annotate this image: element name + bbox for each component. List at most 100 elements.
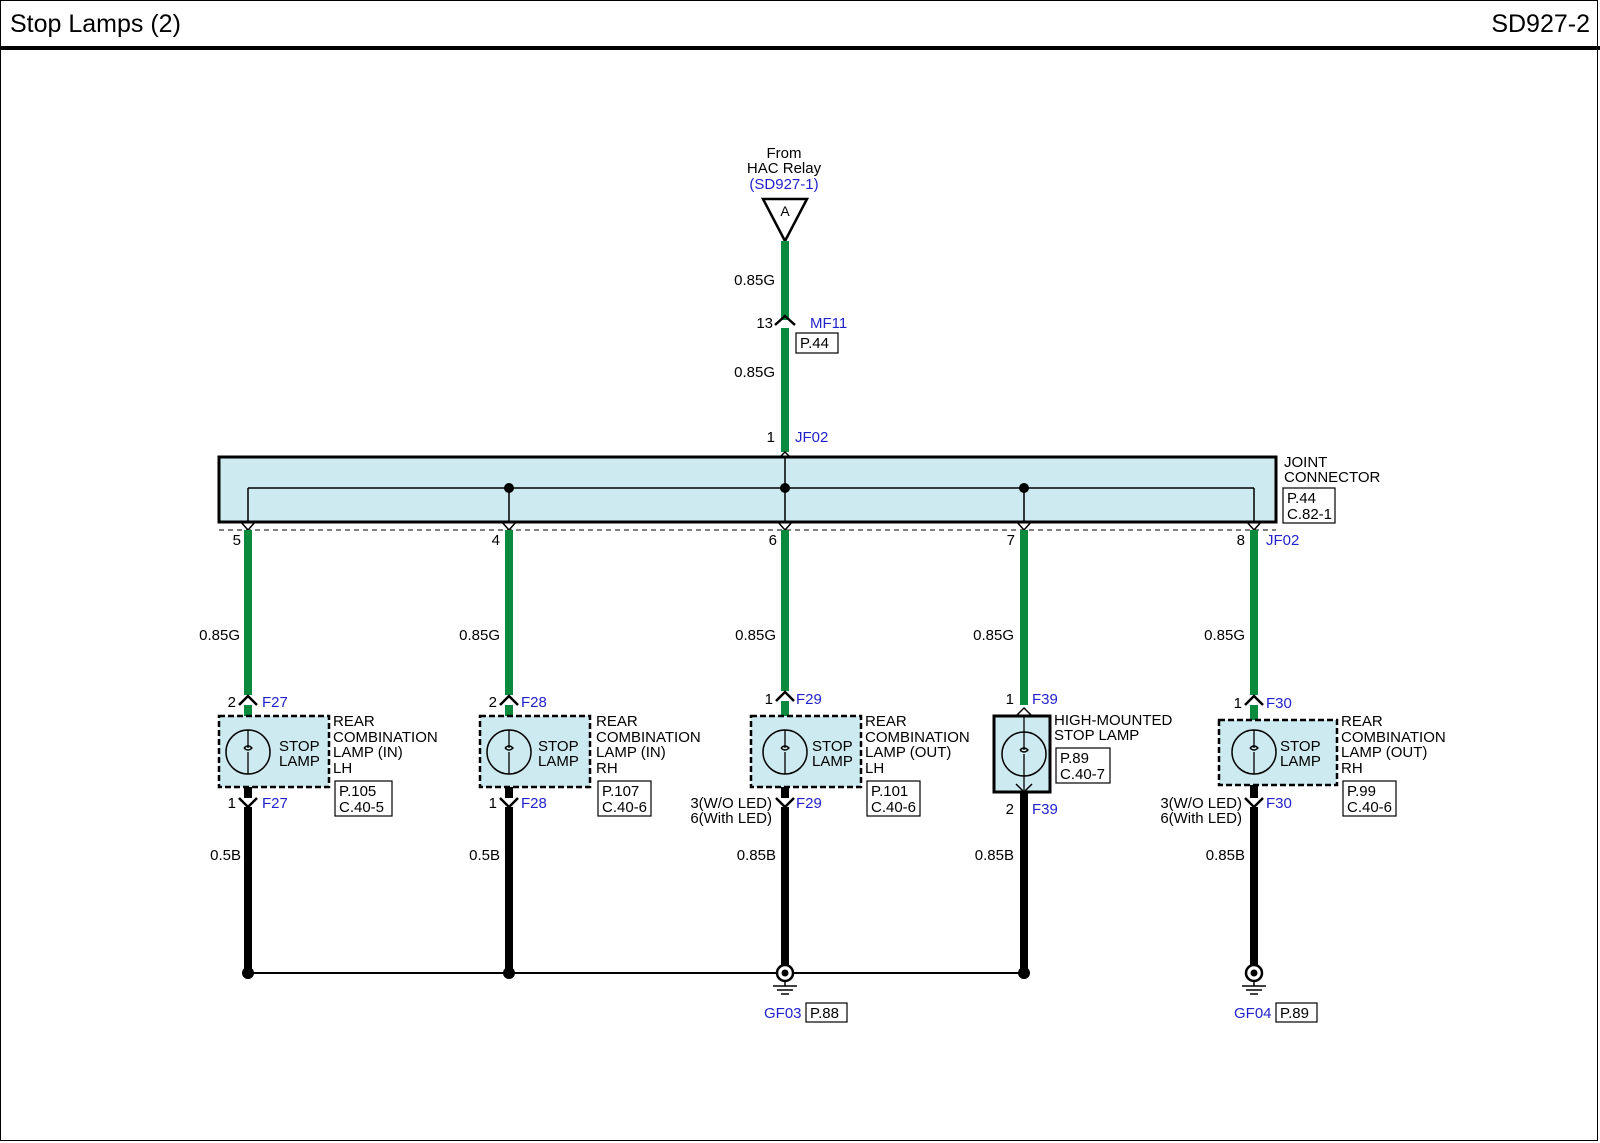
bottom-pin-with-led: 6(With LED) <box>1160 810 1242 827</box>
ground-page-ref[interactable]: P.88 <box>810 1005 839 1022</box>
connector-a-letter: A <box>780 203 790 219</box>
filament-icon <box>1019 716 1029 792</box>
mf11-chevron-icon <box>774 314 796 326</box>
source-from-label: From <box>767 145 802 162</box>
component-page-ref[interactable]: P.101 <box>871 783 908 800</box>
bottom-connector-name[interactable]: F39 <box>1032 801 1058 818</box>
top-connector-name[interactable]: F39 <box>1032 691 1058 708</box>
component-name-1: REAR <box>1341 713 1383 730</box>
top-pin: 2 <box>228 694 236 711</box>
top-pin: 1 <box>765 691 773 708</box>
mf11-chevron-inner-icon <box>774 321 796 333</box>
lamp-label-1: STOP <box>812 738 853 755</box>
bottom-pin-with-led: 6(With LED) <box>690 810 772 827</box>
mf11-connector-name[interactable]: MF11 <box>810 315 847 332</box>
ground-page-ref[interactable]: P.89 <box>1280 1005 1309 1022</box>
green-wire-spec: 0.85G <box>459 627 500 644</box>
bottom-connector-name[interactable]: F30 <box>1266 795 1292 812</box>
lamp-label-1: STOP <box>279 738 320 755</box>
component-name-4: LH <box>865 760 884 777</box>
component-name-2: COMBINATION <box>333 729 438 746</box>
lamp-label-2: LAMP <box>1280 753 1321 770</box>
component-name-3: LAMP (IN) <box>596 744 666 761</box>
joint-pin-4: 4 <box>492 532 500 549</box>
black-wire-spec: 0.85B <box>737 847 776 864</box>
component-name-3: LAMP (OUT) <box>865 744 951 761</box>
green-wire-spec: 0.85G <box>735 627 776 644</box>
branch-rear-lamp-out-rh: 8 0.85G 1 F30 STOP LAMP REAR COMBINATION… <box>1160 488 1446 968</box>
ground-gf04: GF04 P.89 <box>1234 963 1318 1023</box>
component-connector-ref[interactable]: C.40-6 <box>871 799 916 816</box>
component-page-ref[interactable]: P.105 <box>339 783 376 800</box>
component-page-ref[interactable]: P.99 <box>1347 783 1376 800</box>
joint-page-ref[interactable]: P.44 <box>1287 490 1316 507</box>
component-connector-ref[interactable]: C.40-5 <box>339 799 384 816</box>
diagram-code: SD927-2 <box>1491 10 1590 38</box>
component-name-3: LAMP (IN) <box>333 744 403 761</box>
bottom-pin: 2 <box>1006 801 1014 818</box>
component-page-ref[interactable]: P.89 <box>1060 750 1089 767</box>
joint-connector-ref[interactable]: C.82-1 <box>1287 506 1332 523</box>
ground-page-box <box>1275 1002 1318 1023</box>
joint-pin-7: 7 <box>1007 532 1015 549</box>
black-wire-spec: 0.5B <box>210 847 241 864</box>
component-page-ref[interactable]: P.107 <box>602 783 639 800</box>
bottom-pin-wo-led: 3(W/O LED) <box>1160 795 1242 812</box>
ground-splice-dot <box>1018 967 1030 979</box>
component-name-3: LAMP (OUT) <box>1341 744 1427 761</box>
top-pin: 2 <box>489 694 497 711</box>
top-pin: 1 <box>1006 691 1014 708</box>
diagram-title: Stop Lamps (2) <box>10 10 181 38</box>
ground-terminal-center <box>781 969 789 977</box>
connector-chevron-icon <box>775 797 795 809</box>
branch-rear-lamp-in-rh: 4 0.85G 2 F28 STOP LAMP REAR COMBINATION… <box>459 488 701 973</box>
ground-name[interactable]: GF03 <box>764 1005 802 1022</box>
lamp-label-2: LAMP <box>812 753 853 770</box>
bottom-connector-name[interactable]: F28 <box>521 795 547 812</box>
ground-splice-dot <box>242 967 254 979</box>
source-ref-link[interactable]: (SD927-1) <box>749 176 818 193</box>
bottom-connector-name[interactable]: F27 <box>262 795 288 812</box>
top-connector-name[interactable]: F29 <box>796 691 822 708</box>
component-name-2: STOP LAMP <box>1054 727 1139 744</box>
component-connector-ref[interactable]: C.40-6 <box>602 799 647 816</box>
component-ref-box <box>866 780 921 817</box>
connector-chevron-icon <box>499 797 519 809</box>
connector-chevron-icon <box>775 690 795 702</box>
jf02-pin-1: 1 <box>767 429 775 446</box>
lamp-label-1: STOP <box>538 738 579 755</box>
filament-icon <box>243 730 253 774</box>
branch-rear-lamp-out-lh: 6 0.85G 1 F29 STOP LAMP REAR COMBINATION… <box>690 488 970 968</box>
filament-icon <box>1249 730 1259 774</box>
green-wire-spec: 0.85G <box>1204 627 1245 644</box>
mf11-page-box <box>795 332 839 354</box>
connector-chevron-icon <box>238 694 258 706</box>
green-wire-spec: 0.85G <box>199 627 240 644</box>
bottom-pin-wo-led: 3(W/O LED) <box>690 795 772 812</box>
mf11-page-ref[interactable]: P.44 <box>800 335 829 352</box>
branch-rear-lamp-in-lh: 5 0.85G 2 F27 STOP LAMP REAR COMBINATION… <box>199 488 438 973</box>
black-wire-spec: 0.5B <box>469 847 500 864</box>
component-name-2: COMBINATION <box>596 729 701 746</box>
component-connector-ref[interactable]: C.40-7 <box>1060 766 1105 783</box>
ground-name[interactable]: GF04 <box>1234 1005 1272 1022</box>
component-ref-box <box>1342 780 1397 817</box>
bottom-connector-name[interactable]: F29 <box>796 795 822 812</box>
lamp-label-2: LAMP <box>538 753 579 770</box>
component-name-1: REAR <box>865 713 907 730</box>
component-name-2: COMBINATION <box>1341 729 1446 746</box>
top-connector-name[interactable]: F27 <box>262 694 288 711</box>
top-connector-name[interactable]: F30 <box>1266 695 1292 712</box>
connector-chevron-icon <box>238 797 258 809</box>
top-pin: 1 <box>1234 695 1242 712</box>
joint-label-line2: CONNECTOR <box>1284 469 1381 486</box>
jf02-bottom-connector-name[interactable]: JF02 <box>1266 532 1299 549</box>
ground-gf03: GF03 P.88 <box>764 963 848 1023</box>
top-connector-name[interactable]: F28 <box>521 694 547 711</box>
connector-chevron-icon <box>499 694 519 706</box>
component-connector-ref[interactable]: C.40-6 <box>1347 799 1392 816</box>
jf02-top-connector-name[interactable]: JF02 <box>795 429 828 446</box>
lamp-label-2: LAMP <box>279 753 320 770</box>
